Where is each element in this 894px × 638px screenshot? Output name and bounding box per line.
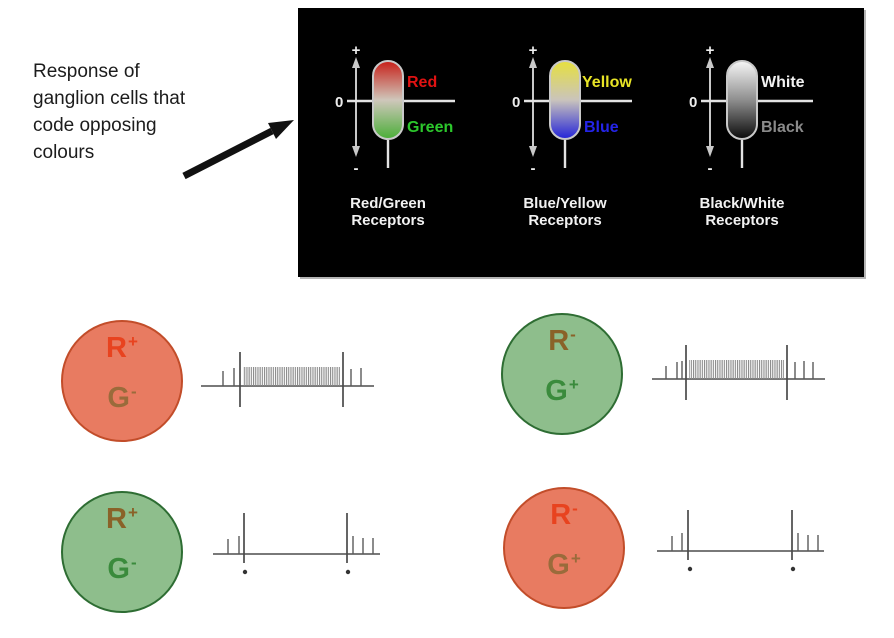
pre-stimulus-spikes	[671, 533, 683, 551]
post-stimulus-spikes	[352, 536, 374, 554]
receptor-blue-yellow: + - 0 Yellow Blue Blue/Yellow Rec	[510, 38, 680, 229]
opponent-pill	[372, 60, 404, 140]
receptor-graphic: + - 0 Red Green	[335, 42, 455, 177]
pre-stimulus-spikes	[227, 536, 240, 554]
burst-firing-band	[689, 360, 784, 379]
zero-label: 0	[512, 94, 520, 111]
cell-circle-r-plus-g-minus: R+ G-	[61, 320, 183, 442]
annotation-line: ganglion cells that	[33, 88, 186, 109]
post-stimulus-spikes	[794, 361, 814, 379]
cell-label: G+	[545, 374, 579, 407]
opponent-pill	[549, 60, 581, 140]
plus-label: +	[529, 42, 538, 59]
response-axis: + - 0	[512, 42, 632, 177]
stimulus-onset-dot	[242, 569, 248, 575]
receptor-graphic: + - 0 White Black	[689, 42, 813, 177]
zero-label: 0	[689, 94, 697, 111]
receptor-caption: Blue/Yellow Receptors	[523, 195, 607, 229]
post-stimulus-spikes	[797, 533, 819, 551]
stimulus-offset-dot	[345, 569, 351, 575]
minus-label: -	[354, 160, 359, 177]
annotation-line: code opposing	[33, 115, 157, 136]
spike-train-burst	[201, 352, 374, 407]
receptor-panel: + - 0 Red Green Red/Green Recepto	[298, 8, 864, 277]
annotation-line: Response of	[33, 61, 140, 82]
receptor-row: + - 0 Red Green Red/Green Recepto	[298, 8, 864, 229]
post-stimulus-spikes	[350, 368, 362, 386]
spike-train-burst	[652, 345, 825, 400]
burst-firing-band	[243, 367, 340, 386]
annotation-text: Response of ganglion cells that code opp…	[33, 58, 273, 166]
cell-label: G+	[547, 548, 581, 581]
plus-label: +	[352, 42, 361, 59]
receptor-caption: Red/Green Receptors	[350, 195, 426, 229]
opponent-pill	[726, 60, 758, 140]
positive-pole-label: White	[761, 74, 805, 91]
cell-circle-r-minus-g-plus: R- G+	[501, 313, 623, 435]
pre-stimulus-spikes	[665, 361, 683, 379]
receptor-red-green: + - 0 Red Green Red/Green Recepto	[333, 38, 503, 229]
cell-label: R+	[106, 331, 138, 364]
receptor-black-white: + - 0 White Black Black/White Rec	[687, 38, 857, 229]
negative-pole-label: Green	[407, 119, 453, 136]
cell-label: R-	[548, 324, 576, 357]
cell-label: G-	[107, 552, 137, 585]
negative-pole-label: Black	[761, 119, 804, 136]
annotation-line: colours	[33, 142, 95, 163]
zero-label: 0	[335, 94, 343, 111]
receptor-graphic: + - 0 Yellow Blue	[512, 42, 632, 177]
cell-circle-r-minus-g-plus-red: R- G+	[503, 487, 625, 609]
stimulus-onset-dot	[687, 566, 693, 572]
arrow-icon	[182, 120, 294, 180]
negative-pole-label: Blue	[584, 119, 619, 136]
cell-label: R+	[106, 502, 138, 535]
minus-label: -	[708, 160, 713, 177]
minus-label: -	[531, 160, 536, 177]
positive-pole-label: Yellow	[582, 74, 632, 91]
spike-train-suppressed	[657, 510, 824, 572]
cell-circle-r-plus-g-minus-green: R+ G-	[61, 491, 183, 613]
plus-label: +	[706, 42, 715, 59]
cell-label: R-	[550, 498, 578, 531]
pre-stimulus-spikes	[222, 368, 235, 386]
cell-label: G-	[107, 381, 137, 414]
spike-train-suppressed	[213, 513, 380, 575]
stimulus-offset-dot	[790, 566, 796, 572]
positive-pole-label: Red	[407, 74, 437, 91]
receptor-caption: Black/White Receptors	[699, 195, 785, 229]
